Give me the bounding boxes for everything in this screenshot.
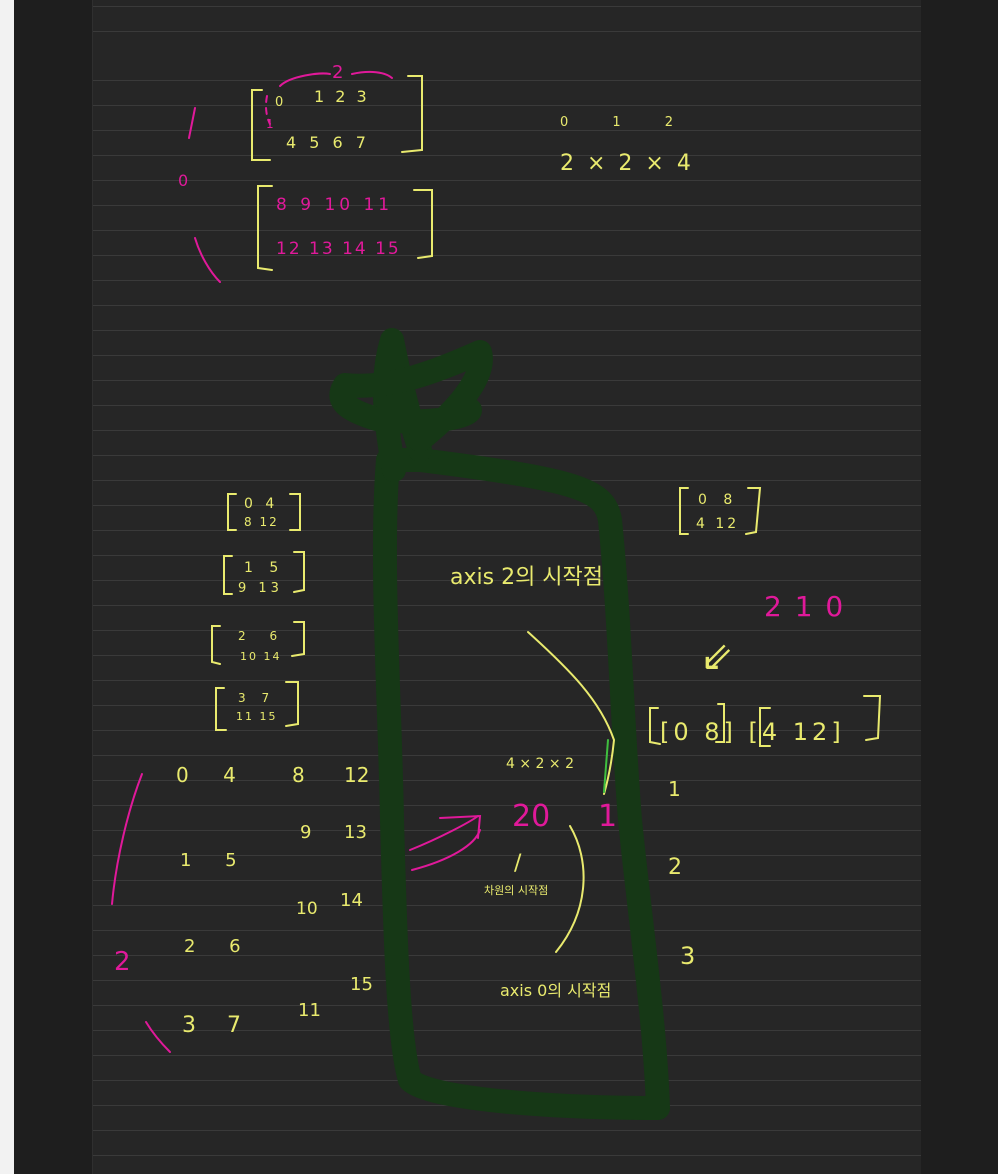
magenta-one: 1 bbox=[598, 799, 617, 834]
right-matrix-brackets bbox=[649, 487, 882, 747]
pair-2-top: 1 5 bbox=[244, 560, 284, 576]
grid-row-4-c: 14 bbox=[340, 890, 363, 911]
right-pair-row: [0 8] [4 12] bbox=[660, 718, 845, 746]
slash-mark: / bbox=[514, 851, 522, 876]
magenta-20: 20 bbox=[512, 799, 550, 834]
shape-expression: 0 1 2 2 × 2 × 4 bbox=[560, 115, 694, 176]
right-number-3: 3 bbox=[680, 942, 695, 970]
grid-row-4-b: 10 bbox=[296, 899, 318, 919]
calc-note: 4 × 2 × 2 bbox=[506, 756, 574, 772]
second-start-note: 차원의 시작점 bbox=[484, 884, 548, 897]
right-matrix-row1: 0 8 bbox=[698, 492, 738, 508]
right-margin bbox=[921, 0, 998, 1174]
top-matrix-row2: 4 5 6 7 bbox=[286, 133, 370, 152]
left-pairs: 0 4 8 12 1 5 9 13 2 6 10 14 3 7 11 15 bbox=[236, 496, 287, 723]
left-gutter bbox=[0, 0, 14, 1174]
grid-row-3-a: 1 5 bbox=[180, 850, 251, 871]
top-matrix-row1: 1 2 3 bbox=[314, 87, 370, 106]
top-matrix: 2 0 1 2 3 1 4 5 6 7 bbox=[266, 62, 370, 152]
top-matrix-index-left-top: 0 bbox=[275, 95, 283, 110]
left-pair-brackets bbox=[211, 493, 305, 731]
top-matrix-index-left-bottom: 1 bbox=[266, 117, 274, 131]
shape-expr: 2 × 2 × 4 bbox=[560, 151, 694, 176]
grid-row-2-b: 9 bbox=[300, 822, 311, 843]
second-matrix-row2: 12 13 14 15 bbox=[276, 239, 401, 259]
axis0-note: axis 0의 시작점 bbox=[500, 981, 611, 1000]
grid-row-6-a: 3 7 bbox=[182, 1013, 253, 1038]
pair-1-top: 0 4 bbox=[244, 496, 278, 512]
grid-row-2-c: 13 bbox=[344, 822, 367, 843]
grid-row-1-b: 8 bbox=[292, 763, 305, 787]
middle-notes: axis 2의 시작점 4 × 2 × 2 20 1 / 차원의 시작점 axi… bbox=[450, 565, 617, 1000]
right-number-1: 1 bbox=[668, 777, 681, 801]
shape-axis-labels: 0 1 2 bbox=[560, 115, 673, 130]
pair-3-top: 2 6 bbox=[238, 629, 287, 643]
grid-row-6-b: 11 bbox=[298, 1000, 321, 1021]
right-notes: 0 8 4 12 2 1 0 ⇙ [0 8] [4 12] 1 2 3 bbox=[660, 492, 845, 970]
right-number-2: 2 bbox=[668, 855, 682, 880]
green-highlighter-stroke bbox=[329, 328, 670, 1120]
pair-4-top: 3 7 bbox=[238, 691, 275, 705]
number-grid: 0 4 8 12 9 13 1 5 10 14 2 6 3 7 11 15 bbox=[176, 763, 373, 1038]
grid-side-label: 2 bbox=[114, 947, 131, 977]
grid-row-5-a: 2 6 bbox=[184, 936, 255, 957]
second-matrix: 8 9 10 11 12 13 14 15 bbox=[276, 195, 401, 259]
grid-side-label-two: 2 bbox=[114, 947, 131, 977]
ruled-notebook-page[interactable] bbox=[92, 0, 922, 1174]
pair-3-bottom: 10 14 bbox=[240, 650, 282, 663]
grid-row-6-c: 15 bbox=[350, 974, 373, 995]
right-arrow: ⇙ bbox=[700, 634, 734, 680]
top-matrix-index-top: 2 bbox=[332, 62, 343, 83]
grid-row-1-a: 0 4 bbox=[176, 763, 250, 787]
second-matrix-row1: 8 9 10 11 bbox=[276, 195, 393, 215]
side-index-zero: 0 bbox=[178, 171, 188, 190]
side-index: 0 bbox=[178, 171, 188, 190]
top-axis-arcs bbox=[188, 70, 393, 283]
pair-2-bottom: 9 13 bbox=[238, 581, 283, 596]
axis2-note: axis 2의 시작점 bbox=[450, 565, 603, 590]
grid-magenta-marks bbox=[111, 773, 482, 1053]
grid-row-1-c: 12 bbox=[344, 763, 369, 787]
pair-4-bottom: 11 15 bbox=[236, 710, 278, 723]
right-magenta-210: 2 1 0 bbox=[764, 590, 845, 623]
right-matrix-row2: 4 12 bbox=[696, 516, 739, 532]
middle-arcs bbox=[527, 631, 616, 953]
left-margin bbox=[14, 0, 92, 1174]
pair-1-bottom: 8 12 bbox=[244, 515, 279, 529]
top-matrix-brackets bbox=[251, 75, 433, 271]
